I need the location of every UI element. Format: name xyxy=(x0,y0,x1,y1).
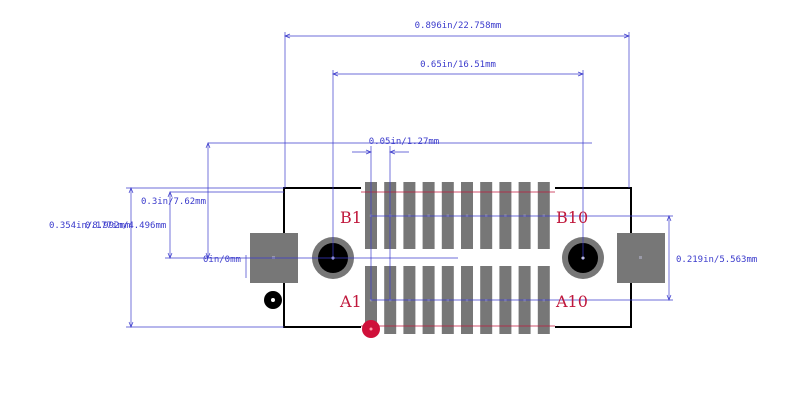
orientation-dot xyxy=(264,291,282,309)
mount-hole-spacing-label: 0.65in/16.51mm xyxy=(420,60,496,70)
left-mount-pad-center xyxy=(272,256,275,259)
pad-row-offset-label: 0.3in/7.62mm xyxy=(141,197,206,207)
pad-reference-lines xyxy=(361,191,555,327)
pad-height-label: 0.177in/4.496mm xyxy=(85,221,166,231)
pin-label-b1: B1 xyxy=(340,208,362,227)
dimension-lines xyxy=(126,32,673,328)
overall-width-label: 0.896in/22.758mm xyxy=(415,21,502,31)
pin-pitch-label: 0.05in/1.27mm xyxy=(369,137,439,147)
origin-label: 0in/0mm xyxy=(203,255,241,265)
right-mount-pad-center xyxy=(639,256,642,259)
outline-height-label: 0.354in/8.992mm xyxy=(49,221,130,231)
pin-label-a1: A1 xyxy=(339,292,362,311)
pin-label-a10: A10 xyxy=(555,292,588,311)
pin-label-b10: B10 xyxy=(556,208,588,227)
pin1-marker xyxy=(362,320,380,338)
side-pad-spacing-label: 0.219in/5.563mm xyxy=(676,255,757,265)
pad-row-b xyxy=(365,182,550,249)
